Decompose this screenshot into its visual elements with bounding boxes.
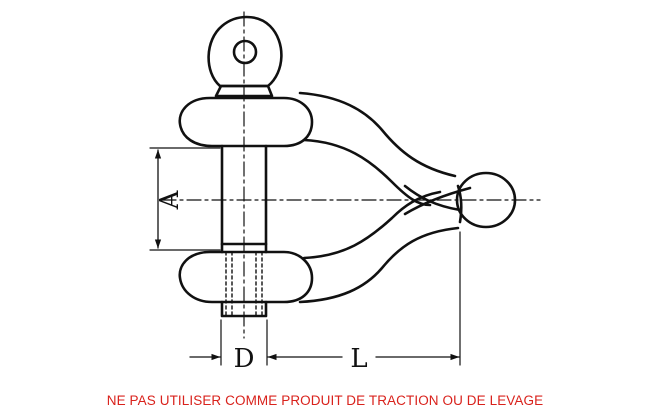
shackle-body — [298, 91, 517, 304]
dimension-l-label: L — [350, 344, 367, 374]
upper-lug — [178, 96, 314, 148]
dimension-d-label: D — [234, 344, 255, 374]
eye-ring — [207, 15, 283, 98]
lower-lug — [178, 250, 314, 304]
warning-notice: NE PAS UTILISER COMME PRODUIT DE TRACTIO… — [106, 393, 544, 408]
dimension-lines — [154, 149, 460, 361]
center-lines — [161, 11, 541, 339]
extension-lines — [149, 147, 461, 366]
hidden-lines — [225, 251, 263, 317]
dimension-a-label: A — [155, 189, 185, 210]
